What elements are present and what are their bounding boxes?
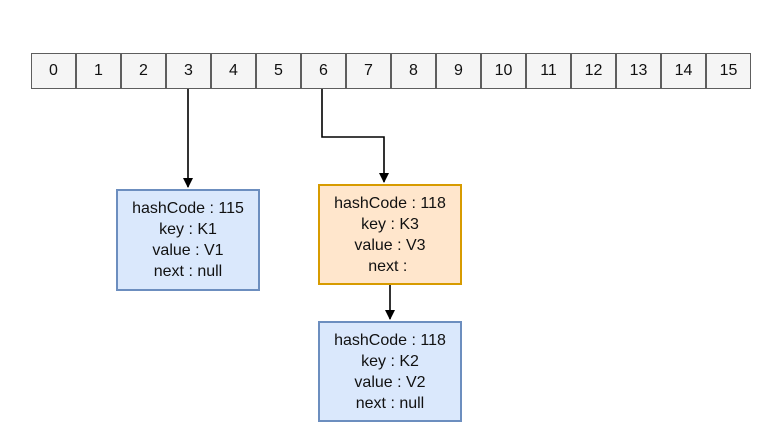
node-key: key : K3 <box>361 215 419 233</box>
array-cell-7: 7 <box>346 53 391 89</box>
node-next: next : null <box>355 394 425 412</box>
array-cell-15: 15 <box>706 53 751 89</box>
array-cell-11: 11 <box>526 53 571 89</box>
entry-node-k1: hashCode : 115 key : K1 value : V1 next … <box>116 189 260 291</box>
node-next: next : null <box>153 263 223 280</box>
array-cell-10: 10 <box>481 53 526 89</box>
array-cell-8: 8 <box>391 53 436 89</box>
array-cell-9: 9 <box>436 53 481 89</box>
node-hashcode: hashCode : 115 <box>132 200 244 217</box>
entry-node-k3: hashCode : 118 key : K3 value : V3 next … <box>318 184 462 285</box>
array-cell-5: 5 <box>256 53 301 89</box>
array-cell-2: 2 <box>121 53 166 89</box>
array-cell-14: 14 <box>661 53 706 89</box>
node-value: value : V1 <box>152 242 224 259</box>
node-value: value : V3 <box>354 236 426 254</box>
node-key: key : K2 <box>361 352 419 370</box>
array-cell-3: 3 <box>166 53 211 89</box>
entry-node-k2: hashCode : 118 key : K2 value : V2 next … <box>318 321 462 422</box>
array-cell-0: 0 <box>31 53 76 89</box>
node-next: next : <box>368 257 412 275</box>
array-cell-12: 12 <box>571 53 616 89</box>
array-cell-1: 1 <box>76 53 121 89</box>
node-hashcode: hashCode : 118 <box>334 331 446 349</box>
array-cell-13: 13 <box>616 53 661 89</box>
array-cell-6: 6 <box>301 53 346 89</box>
array-cell-4: 4 <box>211 53 256 89</box>
node-hashcode: hashCode : 118 <box>334 194 446 212</box>
edge-cell6-to-k3 <box>321 89 389 183</box>
node-value: value : V2 <box>354 373 426 391</box>
node-key: key : K1 <box>159 221 217 238</box>
